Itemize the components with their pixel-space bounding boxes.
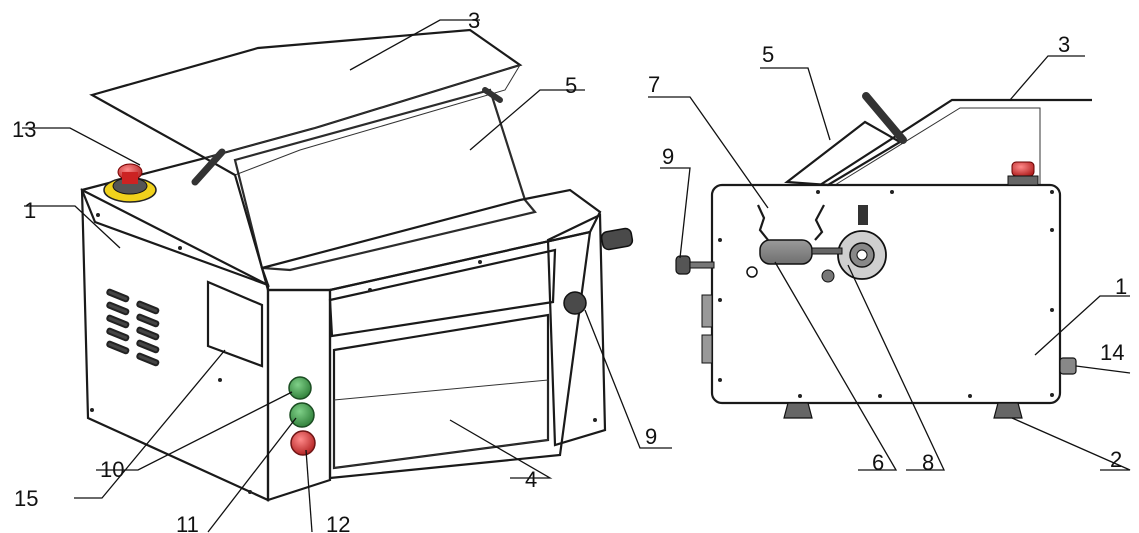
side-view bbox=[675, 92, 1092, 419]
front-callout-labels: 3 5 13 1 9 15 10 11 12 4 bbox=[12, 8, 657, 533]
front-view bbox=[80, 28, 634, 502]
side-estop-base bbox=[1007, 175, 1039, 186]
side-callout-8: 8 bbox=[922, 450, 934, 475]
output-tray bbox=[333, 379, 549, 469]
callout-9: 9 bbox=[645, 424, 657, 449]
button-12-red bbox=[290, 430, 316, 456]
side-estop bbox=[1011, 161, 1035, 177]
side-callout-14: 14 bbox=[1100, 340, 1124, 365]
side-callout-6: 6 bbox=[872, 450, 884, 475]
side-pivot bbox=[746, 266, 758, 278]
roller-hub-core bbox=[856, 249, 868, 261]
control-column bbox=[266, 288, 332, 502]
callout-5: 5 bbox=[565, 73, 577, 98]
side-knob-9 bbox=[675, 255, 691, 275]
side-glass bbox=[784, 120, 903, 187]
side-callout-2: 2 bbox=[1110, 447, 1122, 472]
estop-stem bbox=[122, 172, 138, 184]
screws-front bbox=[90, 213, 597, 494]
hopper-tray bbox=[89, 28, 523, 160]
side-window bbox=[206, 280, 264, 368]
glass-handle bbox=[191, 148, 226, 186]
side-left-box-2 bbox=[701, 334, 713, 364]
side-hopper bbox=[819, 98, 1092, 186]
side-knob-9-shaft bbox=[689, 261, 715, 269]
side-cylinder bbox=[759, 239, 813, 265]
side-spring-lever bbox=[757, 204, 769, 241]
screws-side bbox=[718, 190, 1054, 398]
side-knob-shaft bbox=[600, 227, 634, 251]
callout-15: 15 bbox=[14, 486, 38, 511]
callout-10: 10 bbox=[100, 457, 124, 482]
callout-11: 11 bbox=[176, 512, 199, 533]
side-hopper-inner bbox=[834, 107, 1041, 186]
glass-guard bbox=[233, 88, 537, 272]
button-11-green bbox=[289, 402, 315, 428]
front-leaders bbox=[22, 19, 672, 533]
roller-bracket bbox=[858, 205, 868, 225]
cable-gland bbox=[1059, 357, 1077, 375]
side-callout-5: 5 bbox=[762, 42, 774, 67]
roller-nut bbox=[821, 269, 835, 283]
callout-3: 3 bbox=[468, 8, 480, 33]
side-callout-1: 1 bbox=[1115, 274, 1127, 299]
hopper-tray-fold bbox=[203, 64, 522, 176]
side-leaders bbox=[648, 55, 1131, 471]
output-chamber bbox=[332, 313, 550, 470]
callout-12: 12 bbox=[326, 512, 350, 533]
side-body bbox=[710, 183, 1062, 405]
side-left-box-1 bbox=[701, 294, 713, 328]
front-opening-frame bbox=[328, 230, 592, 480]
side-callout-3: 3 bbox=[1058, 32, 1070, 57]
side-spring-lever-2 bbox=[814, 204, 825, 241]
side-callout-7: 7 bbox=[648, 72, 660, 97]
button-10-green bbox=[288, 376, 312, 400]
callout-1: 1 bbox=[24, 198, 36, 223]
roller-link bbox=[811, 247, 843, 255]
adjust-knob bbox=[563, 291, 587, 315]
vent-slots bbox=[106, 288, 160, 367]
side-glass-handle bbox=[862, 92, 907, 144]
callout-4: 4 bbox=[525, 467, 537, 492]
right-column bbox=[546, 213, 607, 447]
roller-housing bbox=[328, 248, 557, 338]
callout-13: 13 bbox=[12, 117, 36, 142]
side-callout-9: 9 bbox=[662, 144, 674, 169]
foot-left bbox=[783, 402, 813, 419]
side-callout-labels: 5 3 7 9 1 14 6 8 2 bbox=[648, 32, 1127, 475]
glass-tab bbox=[482, 87, 503, 103]
foot-right bbox=[993, 402, 1023, 419]
